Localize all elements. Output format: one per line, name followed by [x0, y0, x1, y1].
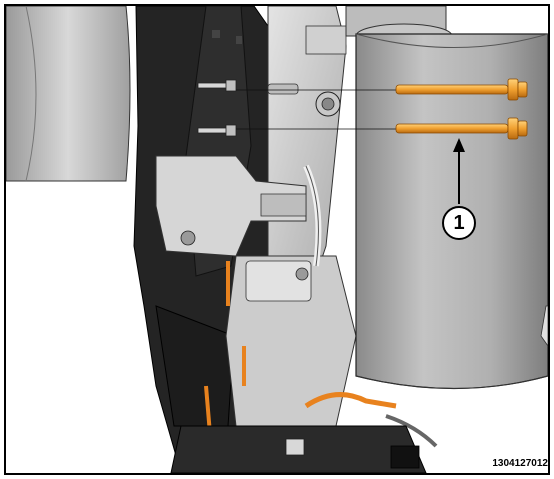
bolt-icon: [236, 78, 528, 101]
diagram-frame: 1 1304127012: [4, 4, 550, 475]
figure-id: 1304127012: [492, 458, 548, 469]
callout-circle-icon: [442, 206, 476, 240]
lower-housing: [170, 425, 427, 473]
left-cylinder: [6, 6, 131, 182]
callout-leader: [453, 138, 465, 204]
bracket-arm: [155, 155, 307, 257]
mounting-bracket: [267, 6, 347, 307]
bolt-icon: [236, 117, 528, 140]
filter-housing: [345, 6, 548, 390]
illustration: [6, 6, 548, 473]
callout-label-1: 1: [453, 212, 465, 234]
lower-bracket: [225, 164, 357, 427]
